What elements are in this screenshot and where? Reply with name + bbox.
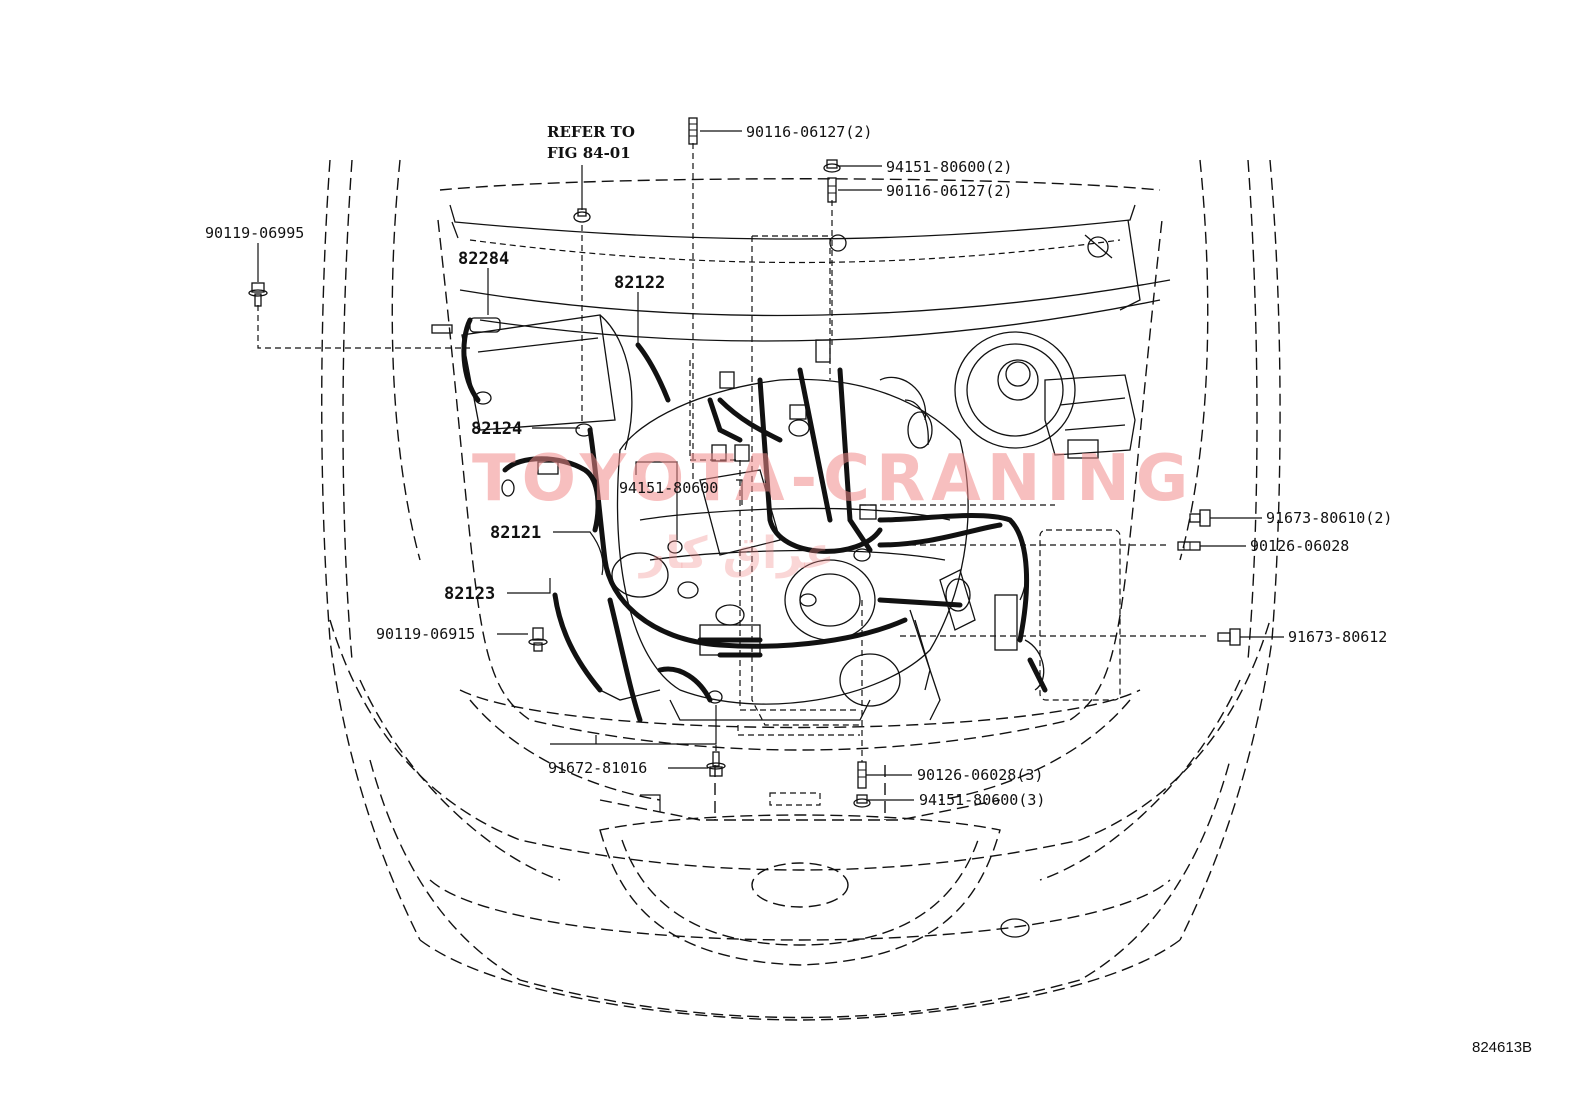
bolt-icon <box>248 282 268 307</box>
callout-94151-80600-top[interactable]: 94151-80600(2) <box>886 158 1012 176</box>
watermark: TOYOTA-CRANING عراق كار <box>472 442 1194 579</box>
callout-91673-80612[interactable]: 91673-80612 <box>1288 628 1387 646</box>
right-side-components <box>914 519 1121 701</box>
callout-90119-06915[interactable]: 90119-06915 <box>376 625 475 643</box>
callout-82124[interactable]: 82124 <box>471 419 522 439</box>
fastener-glyphs <box>248 117 1241 808</box>
callout-82284[interactable]: 82284 <box>458 249 509 269</box>
bolt-icon <box>706 751 726 777</box>
stud-icon <box>1177 541 1201 551</box>
flange-nut-icon <box>853 794 871 808</box>
callout-82123[interactable]: 82123 <box>444 584 495 604</box>
watermark-arabic-text: عراق كار <box>638 528 835 579</box>
stud-icon <box>827 177 837 203</box>
clip-icon <box>573 208 591 223</box>
callout-91673-80610[interactable]: 91673-80610(2) <box>1266 509 1392 527</box>
dashed-reference-boxes <box>689 235 1210 736</box>
callout-91672-81016[interactable]: 91672-81016 <box>548 759 647 777</box>
engine-block <box>599 376 976 721</box>
watermark-text: TOYOTA-CRANING <box>472 442 1194 516</box>
part-callouts: 90116-06127(2) 94151-80600(2) 90116-0612… <box>205 123 1392 809</box>
refer-to-label: REFER TO <box>547 123 635 141</box>
callout-90126-06028-right[interactable]: 90126-06028 <box>1250 537 1349 555</box>
figure-code: 824613B <box>1472 1039 1532 1056</box>
bolt-icon <box>1189 509 1211 527</box>
stud-icon <box>857 761 867 789</box>
refer-fig-label: FIG 84-01 <box>547 144 631 162</box>
callout-94151-80600-mid[interactable]: 94151-80600 <box>619 479 718 497</box>
callout-94151-80600-bottom[interactable]: 94151-80600(3) <box>919 791 1045 809</box>
callout-90119-06995[interactable]: 90119-06995 <box>205 224 304 242</box>
engine-wire-harness <box>461 317 1048 723</box>
stud-icon <box>688 117 698 145</box>
car-body-outline <box>321 159 1281 1021</box>
callout-82122[interactable]: 82122 <box>614 273 665 293</box>
bolt-icon <box>1217 628 1241 646</box>
leader-lines <box>257 130 1284 812</box>
cowl-panel <box>431 204 1171 342</box>
reference-note: REFER TO FIG 84-01 <box>547 123 635 162</box>
callout-90126-06028-bottom[interactable]: 90126-06028(3) <box>917 766 1043 784</box>
flange-nut-icon <box>823 159 841 173</box>
bolt-icon <box>528 627 548 652</box>
callout-82121[interactable]: 82121 <box>490 523 541 543</box>
callout-90116-06127-top[interactable]: 90116-06127(2) <box>746 123 872 141</box>
brake-booster <box>954 331 1136 459</box>
callout-90116-06127-second[interactable]: 90116-06127(2) <box>886 182 1012 200</box>
